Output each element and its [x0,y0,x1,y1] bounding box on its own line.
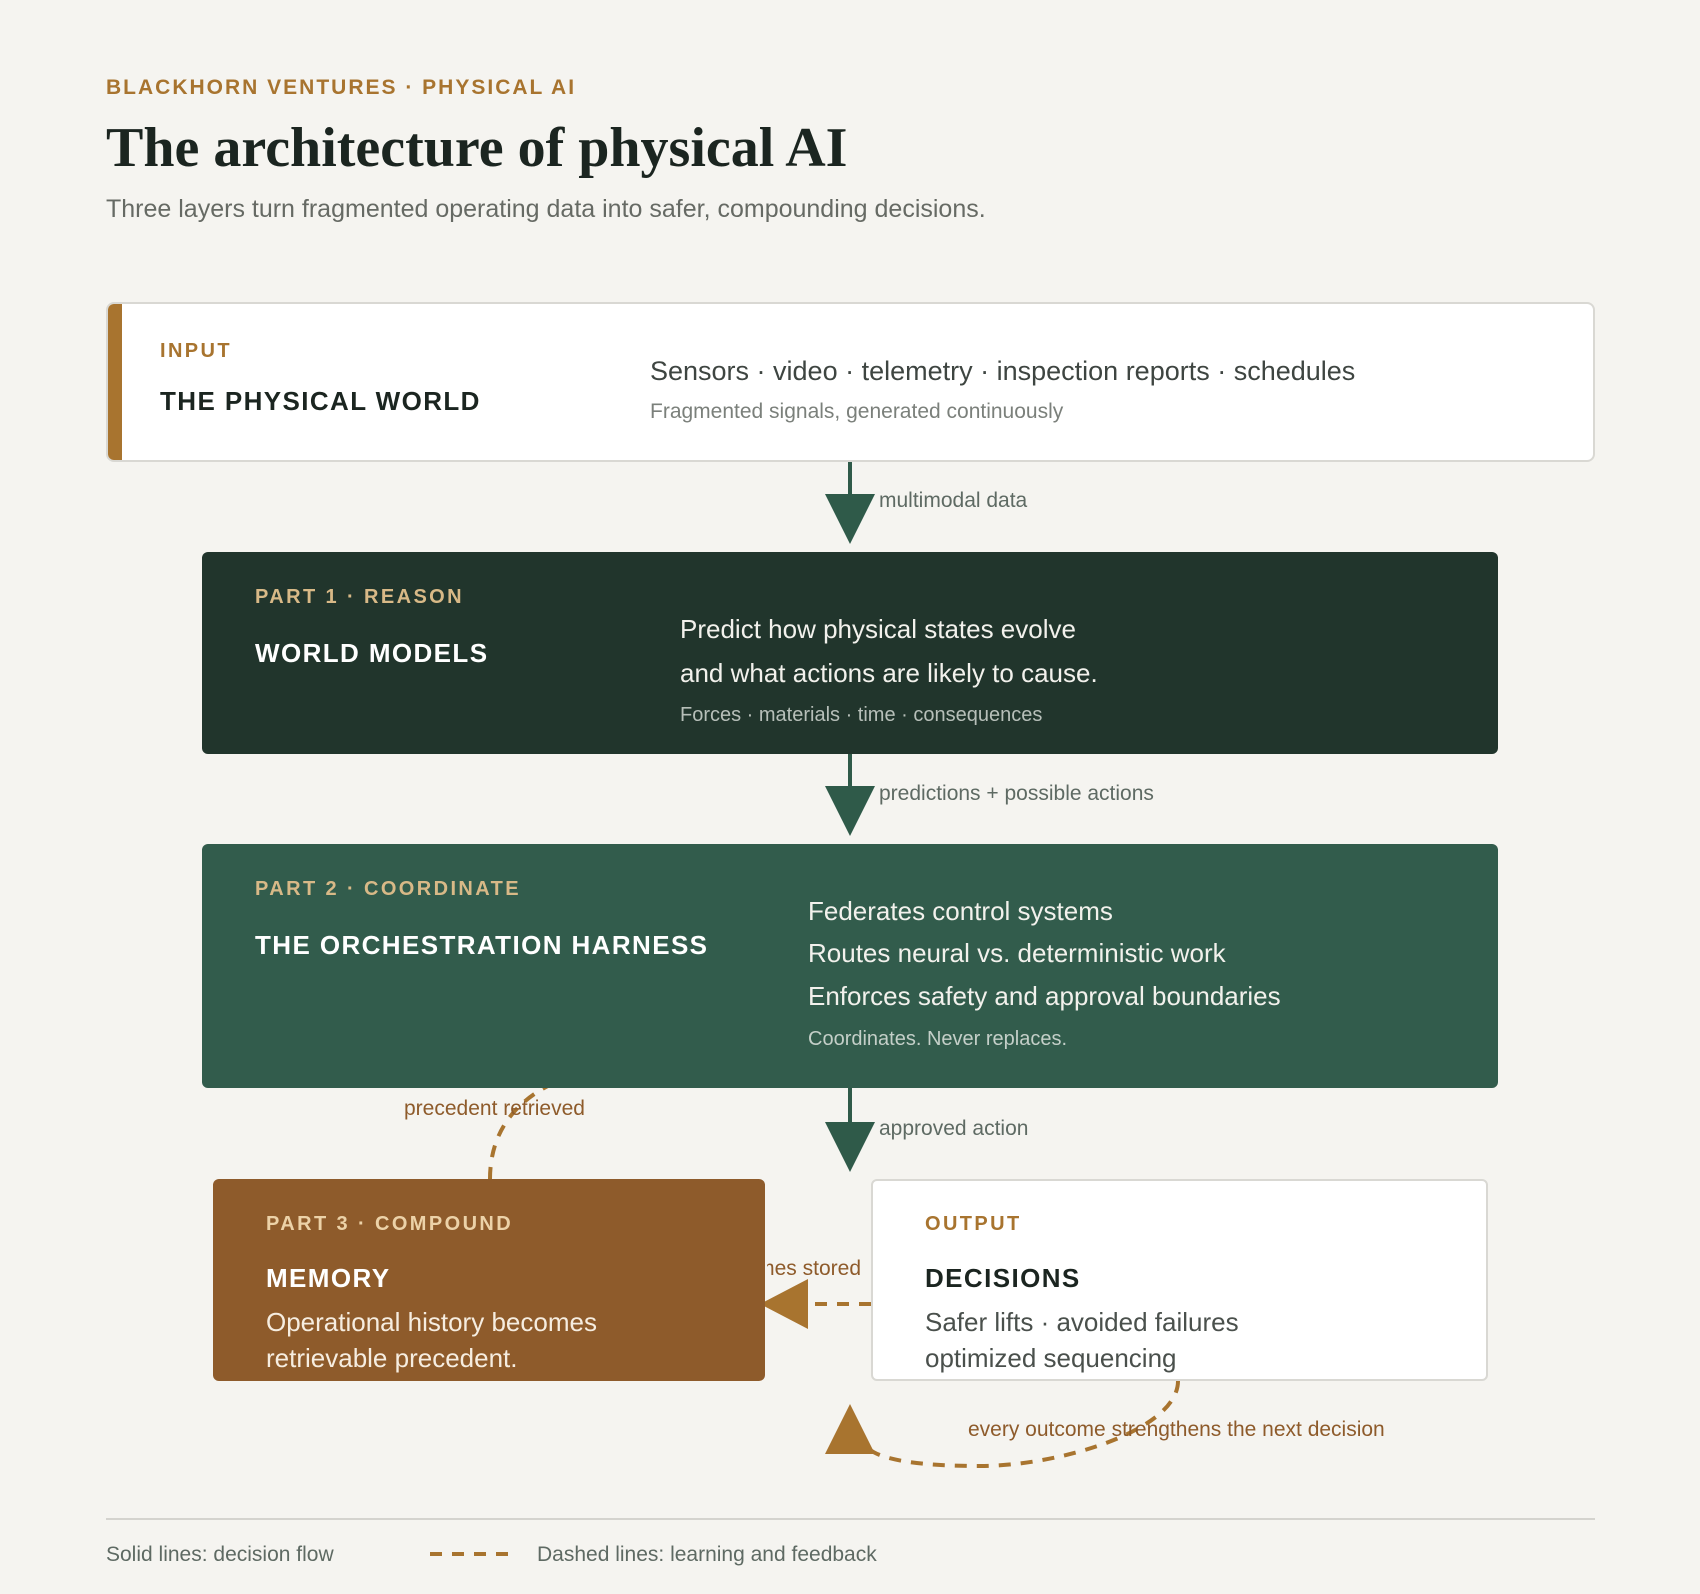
eyebrow: BLACKHORN VENTURES · PHYSICAL AI [106,76,577,99]
feedback-label-precedent: precedent retrieved [404,1097,585,1120]
arrowhead-predictions [825,786,875,836]
part3-heading: MEMORY [266,1263,391,1293]
input-card: INPUT THE PHYSICAL WORLD Sensors · video… [106,302,1595,462]
part2-line-2: Routes neural vs. deterministic work [808,938,1226,968]
input-kicker: INPUT [160,340,232,362]
page-title: The architecture of physical AI [106,117,848,179]
output-card: OUTPUT DECISIONS Safer lifts · avoided f… [871,1179,1488,1381]
page-subtitle: Three layers turn fragmented operating d… [106,195,986,223]
part3-kicker: PART 3 · COMPOUND [266,1213,514,1235]
part1-heading: WORLD MODELS [255,638,489,668]
input-note: Fragmented signals, generated continuous… [650,400,1064,423]
arrowhead-outcomes [760,1279,808,1329]
footer-divider [106,1518,1595,1520]
part2-kicker: PART 2 · COORDINATE [255,878,521,900]
output-heading: DECISIONS [925,1263,1081,1293]
part1-note: Forces · materials · time · consequences [680,704,1043,726]
part1-line2: and what actions are likely to cause. [680,658,1098,688]
part1-line1: Predict how physical states evolve [680,614,1076,644]
part2-line-3: Enforces safety and approval boundaries [808,981,1281,1011]
part2-note: Coordinates. Never replaces. [808,1028,1068,1050]
feedback-line-loop [866,1380,1180,1469]
world-models-card: PART 1 · REASON WORLD MODELS Predict how… [202,552,1498,754]
arrowhead-multimodal [825,494,875,544]
legend-solid: Solid lines: decision flow [106,1543,334,1566]
feedback-label-loop: every outcome strengthens the next decis… [968,1418,1385,1441]
flow-label-multimodal: multimodal data [879,489,1028,512]
memory-card: PART 3 · COMPOUND MEMORY Operational his… [213,1179,765,1381]
part2-line-1: Federates control systems [808,896,1113,926]
arrowhead-loop [825,1404,875,1454]
output-kicker: OUTPUT [925,1213,1022,1235]
orchestration-card: PART 2 · COORDINATE THE ORCHESTRATION HA… [202,844,1498,1088]
flow-label-approved: approved action [879,1117,1029,1140]
flow-label-predictions: predictions + possible actions [879,782,1154,805]
part2-heading: THE ORCHESTRATION HARNESS [255,930,709,960]
input-description: Sensors · video · telemetry · inspection… [650,356,1356,386]
arrowhead-approved [825,1122,875,1172]
part1-kicker: PART 1 · REASON [255,586,464,608]
part3-line2: retrievable precedent. [266,1343,518,1373]
output-line1: Safer lifts · avoided failures [925,1307,1239,1337]
part3-line1: Operational history becomes [266,1307,597,1337]
legend-dashed: Dashed lines: learning and feedback [537,1543,877,1566]
input-heading: THE PHYSICAL WORLD [160,386,481,416]
accent-bar [108,304,122,460]
output-line2: optimized sequencing [925,1343,1177,1373]
